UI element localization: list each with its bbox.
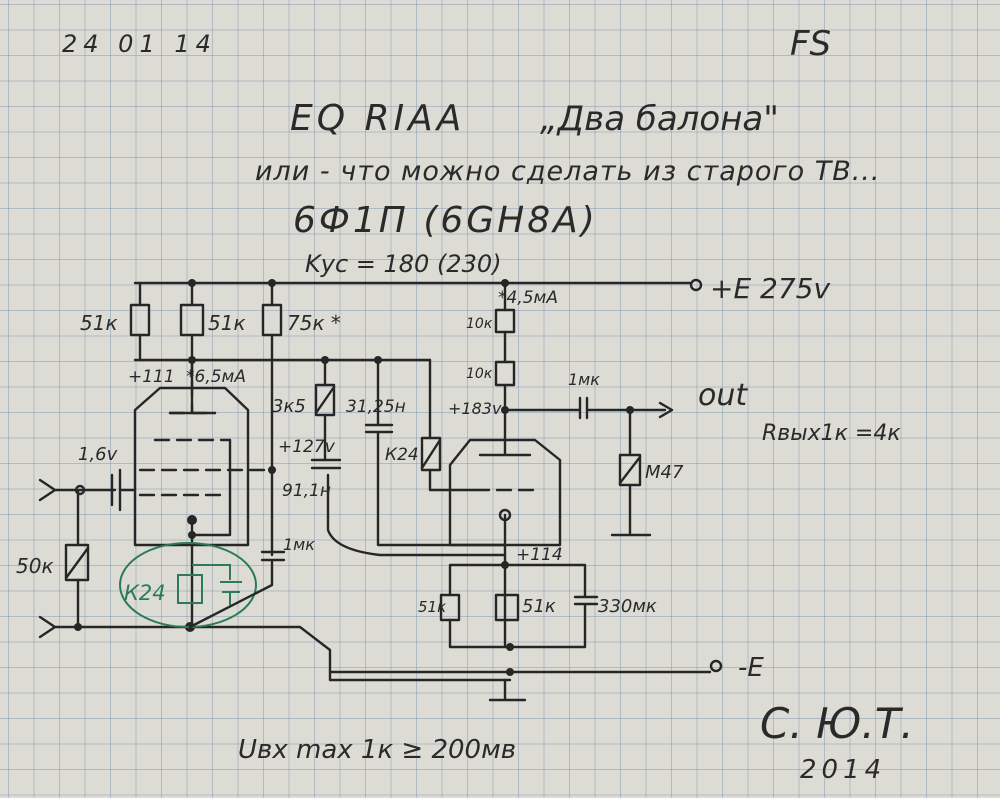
tube2-envelope	[448, 438, 562, 547]
monogram: FS	[790, 24, 831, 64]
label-anode-current-1: *6,5мА	[186, 367, 246, 387]
label-114: +114	[516, 545, 563, 565]
label-75k: 75к *	[287, 311, 341, 335]
signature: С. Ю.Т.	[760, 699, 914, 748]
date: 24 01 14	[62, 30, 217, 58]
resistor-k24-cathode	[177, 574, 203, 604]
resistor-10k-b	[494, 360, 516, 387]
label-m47: М47	[645, 462, 684, 483]
negative-terminal	[709, 659, 723, 673]
label-k24-cathode: К24	[124, 581, 166, 605]
label-51k-a: 51к	[80, 311, 118, 335]
output-label: out	[698, 378, 748, 413]
label-51k-d: 51к	[522, 596, 556, 617]
negative-supply-label: -E	[738, 653, 764, 683]
label-91n: 91,1н	[282, 481, 331, 501]
label-50k: 50к	[16, 554, 54, 578]
label-330mk: 330мк	[598, 596, 657, 617]
positive-supply-label: +E 275v	[710, 272, 830, 305]
tube-type: 6Ф1П (6GH8A)	[293, 200, 598, 241]
resistor-3k5	[314, 383, 336, 417]
resistor-51k-a	[129, 303, 151, 337]
highlight-circle	[119, 542, 257, 628]
label-k24-grid: К24	[385, 445, 419, 465]
label-4-5ma: *4,5мА	[498, 288, 558, 308]
resistor-10k-a	[494, 308, 516, 334]
label-anode-voltage-1: +111	[128, 367, 175, 387]
label-1mk-coupling: 1мк	[283, 535, 315, 554]
label-1mk-output: 1мк	[568, 370, 600, 389]
label-3k5: 3к5	[272, 396, 306, 417]
label-10k-a: 10к	[466, 316, 493, 332]
gain-label: Kус = 180 (230)	[305, 250, 501, 278]
label-183v: +183v	[448, 399, 502, 418]
label-51k-c: 51к	[418, 598, 446, 616]
ground-rail	[38, 615, 512, 682]
year: 2014	[800, 755, 886, 785]
resistor-51k-c	[439, 593, 461, 622]
resistor-k24-grid	[420, 436, 442, 472]
resistor-50k	[64, 543, 90, 582]
subtitle: „Два балона"	[540, 99, 779, 139]
tagline: или - что можно сделать из старого ТВ...	[255, 156, 880, 187]
label-127v: +127v	[278, 437, 336, 457]
resistor-51k-b	[179, 303, 205, 337]
output-impedance: Rвых1к =4к	[762, 421, 901, 446]
label-31n: 31,25н	[346, 397, 406, 417]
label-10k-b: 10к	[466, 366, 493, 382]
tube1-envelope	[133, 386, 250, 547]
resistor-51k-d	[494, 593, 520, 622]
label-51k-b: 51к	[208, 311, 246, 335]
title: EQ RIAA	[290, 98, 465, 139]
positive-terminal	[689, 278, 703, 292]
resistor-75k	[261, 303, 283, 337]
label-grid-bias: 1,6v	[78, 444, 118, 465]
input-sensitivity: Uвх max 1к ≥ 200мв	[238, 735, 516, 765]
resistor-m47	[618, 453, 642, 487]
